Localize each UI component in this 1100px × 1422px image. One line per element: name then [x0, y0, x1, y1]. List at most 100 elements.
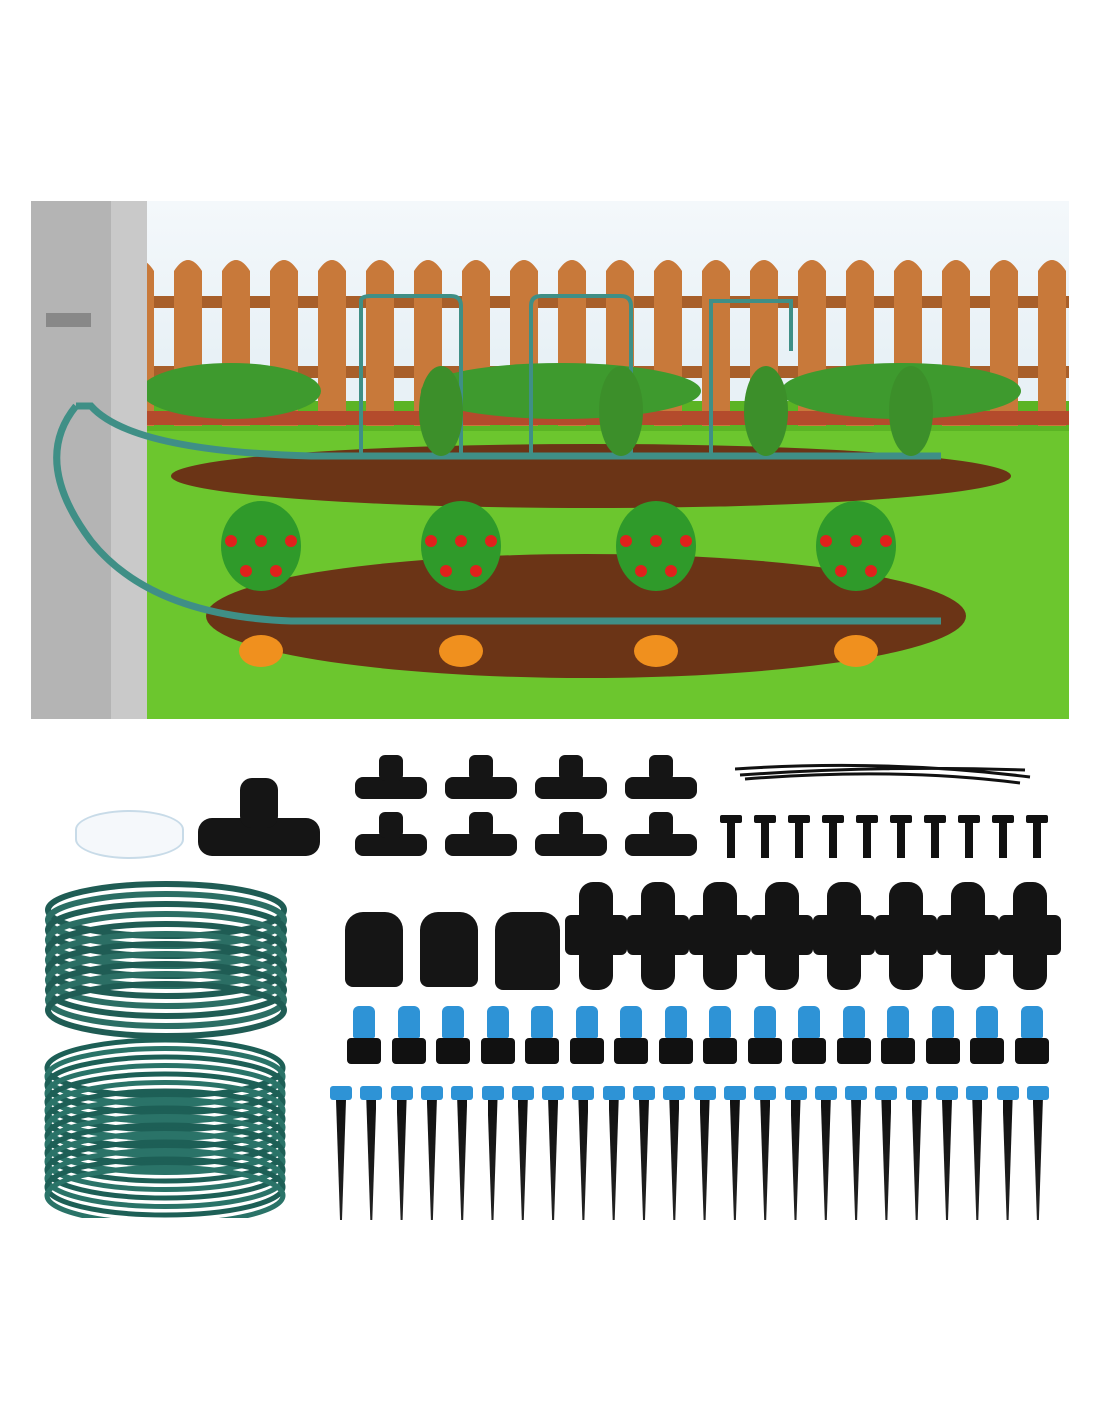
stake-cap	[572, 1086, 595, 1100]
drip-stake	[366, 1100, 377, 1220]
nozzle-base	[836, 1038, 871, 1064]
pumpkin	[834, 635, 878, 667]
lower-bed	[206, 554, 966, 678]
tee-connector	[625, 777, 697, 799]
bean-plant	[889, 366, 933, 456]
stake-cap	[845, 1086, 868, 1100]
hose-loop	[45, 951, 287, 1009]
tee-connector	[535, 777, 607, 799]
tubing-loop	[44, 1080, 286, 1141]
tomato	[635, 565, 647, 577]
stake-cap	[966, 1086, 989, 1100]
stake-cap	[542, 1086, 565, 1100]
tubing-loop	[44, 1114, 286, 1175]
tee-branch	[379, 755, 403, 781]
tubing-loop	[44, 1071, 286, 1133]
hose-coil	[45, 881, 287, 1039]
goof-plug	[931, 820, 939, 858]
drip-stake	[760, 1100, 771, 1220]
tee-branch	[379, 812, 403, 838]
goof-plug	[829, 820, 837, 858]
tubing-loop	[44, 1105, 286, 1167]
tee-connector	[355, 777, 427, 799]
tomato	[240, 565, 252, 577]
drip-stake	[729, 1100, 740, 1220]
mist-nozzle	[620, 1006, 642, 1038]
goof-plug-head	[720, 815, 742, 823]
fence-picket	[702, 260, 730, 426]
tomato	[470, 565, 482, 577]
pumpkin	[239, 635, 283, 667]
stake-cap	[390, 1086, 413, 1100]
tomato	[680, 535, 692, 547]
four-way-arms	[875, 915, 937, 955]
mist-nozzle	[1020, 1006, 1043, 1038]
nozzle-base	[925, 1038, 960, 1064]
four-way-arms	[813, 915, 875, 955]
stake-cap	[1026, 1086, 1049, 1100]
stake-cap	[602, 1086, 625, 1100]
tomato	[835, 565, 847, 577]
four-way-arms	[999, 915, 1061, 955]
tubing-loop	[44, 1122, 286, 1184]
fence-picket	[1038, 260, 1066, 426]
fence-picket	[318, 260, 346, 426]
mist-nozzle	[442, 1006, 464, 1038]
bean-plant	[599, 366, 643, 456]
drip-stake	[881, 1100, 892, 1220]
tubing-loop	[44, 1097, 286, 1158]
garden-illustration	[31, 201, 1069, 719]
stake-cap	[996, 1086, 1019, 1100]
goof-plug	[727, 820, 735, 858]
four-way-arms	[937, 915, 999, 955]
hose-loop	[45, 971, 287, 1029]
stake-cap	[511, 1086, 534, 1100]
tee-connector	[355, 834, 427, 856]
mist-nozzle	[798, 1006, 820, 1038]
goof-plug-head	[924, 815, 946, 823]
tomato	[485, 535, 497, 547]
tomato	[665, 565, 677, 577]
nozzle-base	[747, 1038, 782, 1064]
fence-picket	[366, 260, 394, 426]
nozzle-base	[436, 1038, 470, 1064]
nozzle-base	[614, 1038, 648, 1064]
goof-plug-head	[788, 815, 810, 823]
drip-stake	[942, 1100, 952, 1220]
nozzle-base	[658, 1038, 693, 1064]
stake-cap	[784, 1086, 807, 1100]
nozzle-base	[703, 1038, 737, 1064]
tubing-loop	[44, 1165, 286, 1218]
drip-stake	[426, 1100, 437, 1220]
nozzle-base	[569, 1038, 604, 1064]
stake-cap	[875, 1086, 898, 1100]
stake-cap	[663, 1086, 686, 1100]
four-way-arms	[689, 915, 751, 955]
goof-plug-head	[754, 815, 776, 823]
mist-nozzle	[531, 1006, 553, 1038]
drip-stake	[1032, 1100, 1043, 1220]
stake-cap	[360, 1086, 383, 1100]
stake-cap	[330, 1086, 352, 1100]
stake-cap	[481, 1086, 504, 1100]
tubing-loop	[44, 1088, 286, 1150]
pumpkin	[439, 635, 483, 667]
drip-stake	[1002, 1100, 1013, 1220]
tubing-loop	[44, 1156, 286, 1218]
tee-branch	[559, 812, 583, 838]
drip-stake	[457, 1100, 468, 1220]
drip-stake	[517, 1100, 528, 1220]
nozzle-base	[970, 1038, 1004, 1064]
tomato	[225, 535, 237, 547]
mist-nozzle	[353, 1006, 375, 1038]
goof-plug	[795, 820, 803, 858]
goof-plug-head	[890, 815, 912, 823]
tomato	[255, 535, 267, 547]
stake-cap	[723, 1086, 746, 1100]
mist-nozzle	[842, 1006, 865, 1038]
drip-stake	[548, 1100, 559, 1220]
stake-cap	[693, 1086, 716, 1100]
tee-branch	[469, 812, 493, 838]
tubing-loop	[44, 1148, 286, 1209]
